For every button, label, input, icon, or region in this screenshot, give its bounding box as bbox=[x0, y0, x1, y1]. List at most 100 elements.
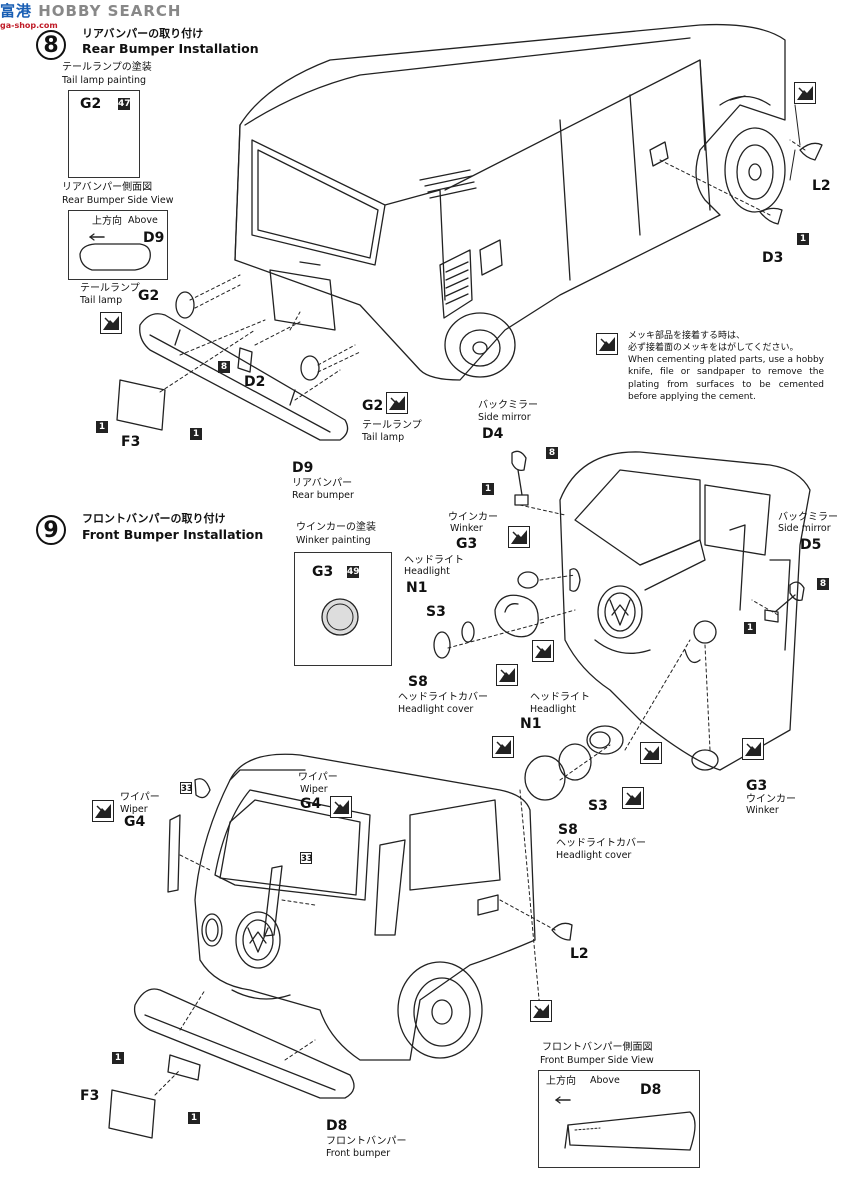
plating-warning-icon bbox=[532, 640, 554, 662]
label-g3b: G3 bbox=[746, 778, 768, 794]
rear-side-view-part: D9 bbox=[143, 230, 165, 246]
rear-bumper-jp: リアバンパー bbox=[292, 478, 353, 489]
cover-en: Headlight cover bbox=[398, 704, 474, 715]
winker-painting-color-badge: 49 bbox=[347, 566, 360, 578]
tail-lamp2-en: Tail lamp bbox=[362, 432, 405, 443]
plating-warning-icon bbox=[794, 82, 816, 104]
label-s8: S8 bbox=[408, 674, 428, 690]
label-g2-right: G2 bbox=[362, 398, 384, 414]
step-9-title-jp: フロントバンパーの取り付け bbox=[82, 512, 226, 525]
plating-warning-icon bbox=[496, 664, 518, 686]
front-above-en: Above bbox=[590, 1075, 620, 1086]
plating-warning-icon bbox=[330, 796, 352, 818]
label-d5: D5 bbox=[800, 537, 822, 553]
headlight2-en: Headlight bbox=[530, 704, 576, 715]
tail-painting-color-badge: 47 bbox=[118, 98, 131, 110]
cover2-jp: ヘッドライトカバー bbox=[556, 838, 646, 849]
watermark-url: ga-shop.com bbox=[0, 21, 58, 30]
winker-painting-label-en: Winker painting bbox=[296, 535, 371, 546]
mirror-d5-jp: バックミラー bbox=[778, 512, 838, 523]
winker-en: Winker bbox=[450, 523, 483, 534]
badge-8-d5: 8 bbox=[817, 578, 829, 590]
front-side-view-label-en: Front Bumper Side View bbox=[540, 1055, 654, 1066]
label-g2-left: G2 bbox=[138, 288, 160, 304]
mirror-d4-en: Side mirror bbox=[478, 412, 531, 423]
label-d4: D4 bbox=[482, 426, 504, 442]
tail-lamp-jp: テールランプ bbox=[80, 283, 140, 294]
label-s3b: S3 bbox=[588, 798, 608, 814]
label-g4: G4 bbox=[124, 814, 146, 830]
label-g4b: G4 bbox=[300, 796, 322, 812]
headlight-en: Headlight bbox=[404, 566, 450, 577]
mirror-d5-en: Side mirror bbox=[778, 523, 831, 534]
front-side-view-box bbox=[538, 1070, 700, 1168]
watermark-mark: HOBBY SEARCH bbox=[38, 2, 182, 20]
rear-above-en: Above bbox=[128, 215, 158, 226]
front-side-view-part: D8 bbox=[640, 1082, 662, 1098]
plating-warning-icon bbox=[530, 1000, 552, 1022]
label-s3: S3 bbox=[426, 604, 446, 620]
label-l2-front: L2 bbox=[570, 946, 589, 962]
wiper-en: Wiper bbox=[120, 804, 148, 815]
mirror-d4-jp: バックミラー bbox=[478, 400, 538, 411]
label-d3: D3 bbox=[762, 250, 784, 266]
badge-8-d4: 8 bbox=[546, 447, 558, 459]
label-d8: D8 bbox=[326, 1118, 348, 1134]
label-s8b: S8 bbox=[558, 822, 578, 838]
tail-lamp2-jp: テールランプ bbox=[362, 420, 422, 431]
tail-painting-part: G2 bbox=[80, 96, 102, 112]
plating-warning-icon bbox=[100, 312, 122, 334]
front-bumper-jp: フロントバンパー bbox=[326, 1136, 407, 1147]
label-f3: F3 bbox=[121, 434, 141, 450]
plating-warning-icon bbox=[508, 526, 530, 548]
rear-above-jp: 上方向 bbox=[92, 216, 122, 227]
cover2-en: Headlight cover bbox=[556, 850, 632, 861]
plating-warning-icon bbox=[640, 742, 662, 764]
cover-jp: ヘッドライトカバー bbox=[398, 692, 488, 703]
tail-painting-label-jp: テールランプの塗装 bbox=[62, 62, 152, 73]
plating-note-jp1: メッキ部品を接着する時は、 bbox=[628, 331, 746, 341]
rear-van-drawing bbox=[116, 23, 823, 441]
badge-1-d3: 1 bbox=[797, 233, 809, 245]
wiper-jp: ワイパー bbox=[120, 792, 160, 803]
label-n1: N1 bbox=[406, 580, 428, 596]
front-bumper-en: Front bumper bbox=[326, 1148, 391, 1159]
plating-note-jp2: 必ず接着面のメッキをはがしてください。 bbox=[628, 343, 799, 354]
rear-side-view-label-en: Rear Bumper Side View bbox=[62, 195, 174, 206]
plating-warning-icon bbox=[92, 800, 114, 822]
badge-1-bumper: 1 bbox=[190, 428, 202, 440]
winker2-jp: ウインカー bbox=[746, 794, 796, 805]
winker2-en: Winker bbox=[746, 805, 779, 816]
winker-painting-box bbox=[294, 552, 392, 666]
rear-side-view-label-jp: リアバンパー側面図 bbox=[62, 182, 153, 193]
badge-8-d2: 8 bbox=[218, 361, 230, 373]
watermark-logo: 富港 HOBBY SEARCH ga-shop.com bbox=[0, 0, 181, 30]
plating-warning-icon bbox=[596, 333, 618, 355]
winker-painting-part: G3 bbox=[312, 564, 334, 580]
headlight2-jp: ヘッドライト bbox=[530, 692, 590, 703]
wiper2-jp: ワイパー bbox=[298, 772, 338, 783]
label-g3: G3 bbox=[456, 536, 478, 552]
badge-1-f3-front: 1 bbox=[112, 1052, 124, 1064]
label-l2-rear: L2 bbox=[812, 178, 831, 194]
step-9-number: 9 bbox=[36, 515, 66, 545]
rear-side-view-box bbox=[68, 210, 168, 280]
plating-warning-icon bbox=[742, 738, 764, 760]
badge-1-bumper-front: 1 bbox=[188, 1112, 200, 1124]
wiper2-en: Wiper bbox=[300, 784, 328, 795]
badge-33-right: 33 bbox=[300, 852, 313, 864]
plating-note: メッキ部品を接着する時は、 必ず接着面のメッキをはがしてください。 When c… bbox=[628, 330, 824, 403]
front-above-jp: 上方向 bbox=[546, 1076, 576, 1087]
winker-painting-label-jp: ウインカーの塗装 bbox=[296, 522, 376, 533]
step-8-title-jp: リアバンパーの取り付け bbox=[82, 27, 204, 40]
winker-jp: ウインカー bbox=[448, 512, 498, 523]
badge-1-d4: 1 bbox=[482, 483, 494, 495]
badge-1-f3: 1 bbox=[96, 421, 108, 433]
label-d2: D2 bbox=[244, 374, 266, 390]
watermark-glyphs: 富港 bbox=[0, 2, 33, 20]
label-d9: D9 bbox=[292, 460, 314, 476]
plating-note-en: When cementing plated parts, use a hobby… bbox=[628, 355, 824, 402]
rear-bumper-en: Rear bumper bbox=[292, 490, 354, 501]
